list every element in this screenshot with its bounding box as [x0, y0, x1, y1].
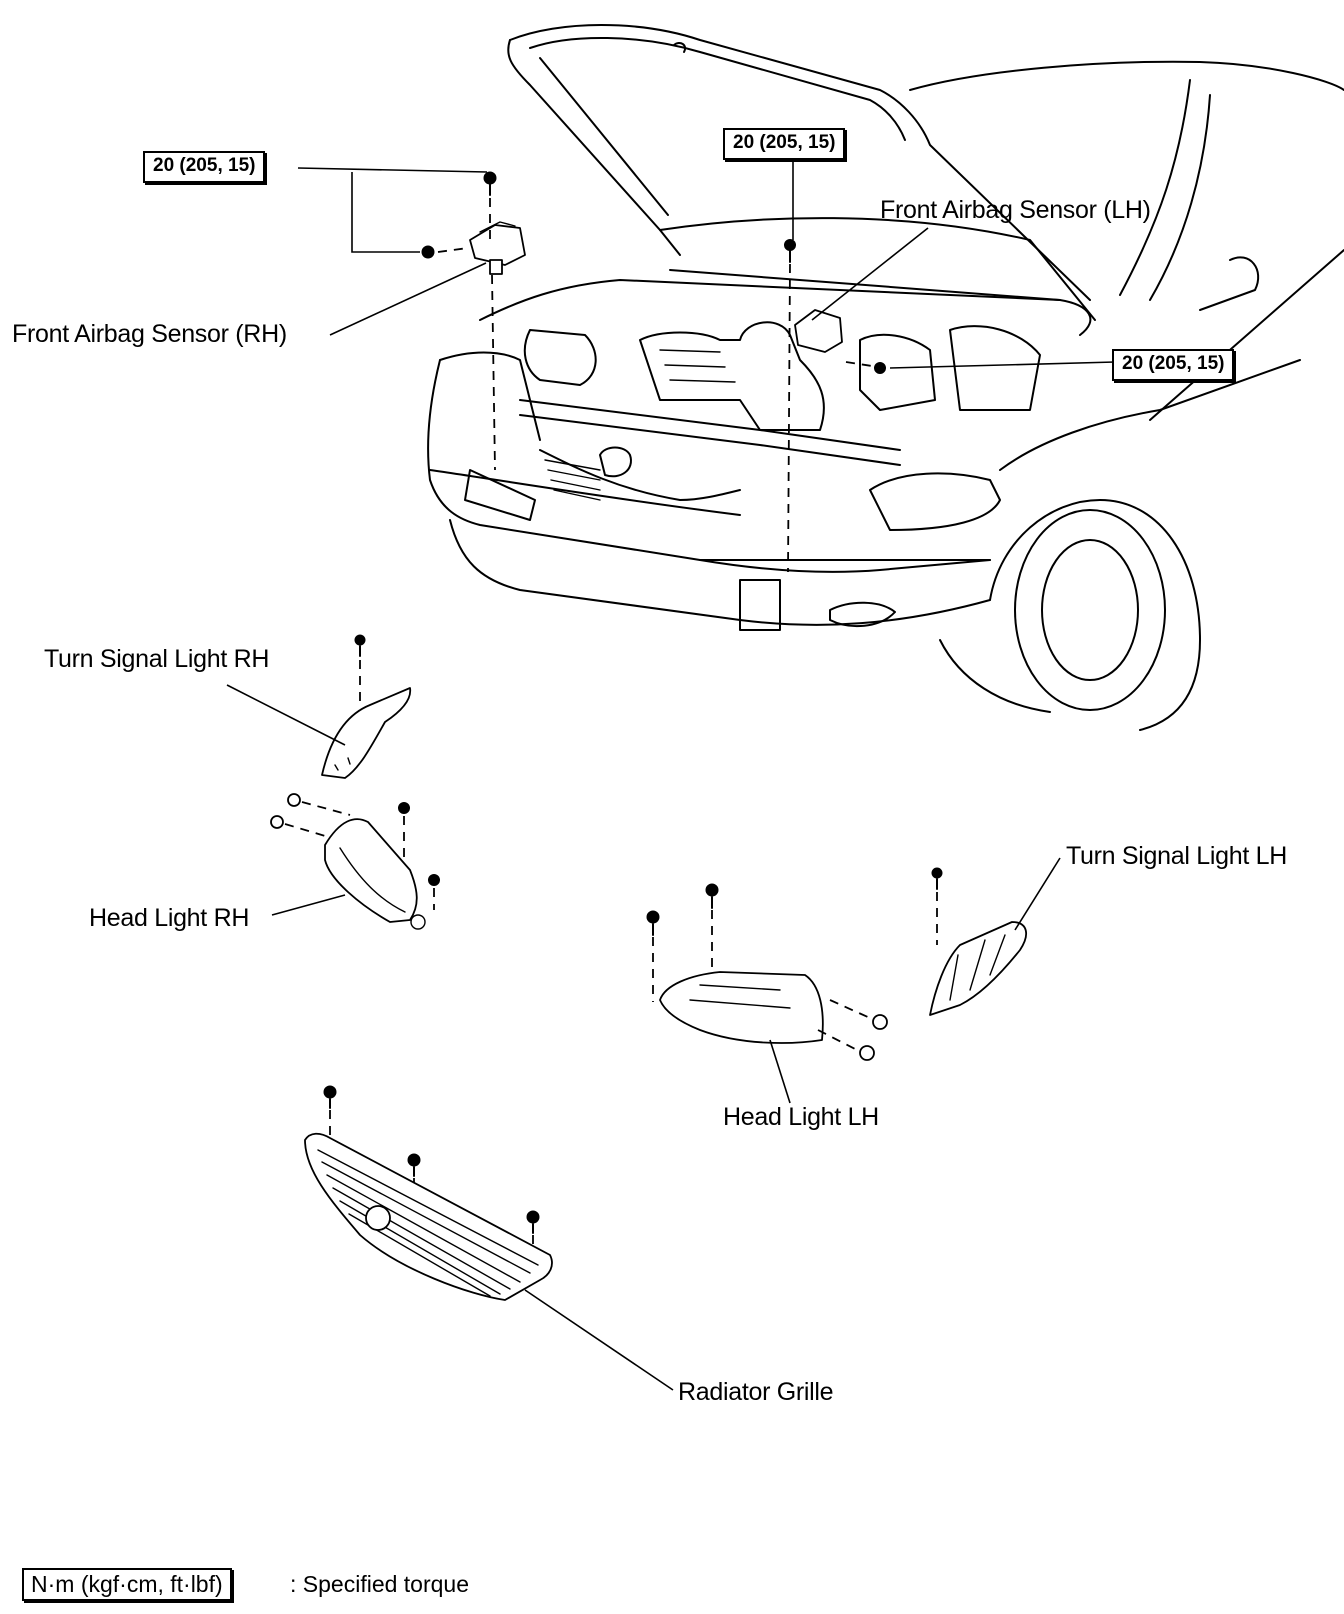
nut-icon [872, 1014, 888, 1030]
label-turn-signal-light-lh: Turn Signal Light LH [1066, 842, 1287, 870]
roof-outline [909, 60, 1344, 91]
airbag-sensor-lh-drawing [784, 239, 886, 573]
label-head-light-lh: Head Light LH [723, 1103, 879, 1131]
label-turn-signal-light-rh: Turn Signal Light RH [44, 645, 270, 673]
front-wheel [1014, 509, 1166, 711]
torque-spec-airbag-lh-side: 20 (205, 15) [1112, 349, 1235, 381]
label-radiator-grille: Radiator Grille [678, 1378, 834, 1406]
bolt-icon [931, 867, 943, 879]
label-front-airbag-sensor-lh: Front Airbag Sensor (LH) [880, 196, 1151, 224]
hood-outline [509, 24, 1091, 301]
head-light-rh-drawing [270, 793, 440, 930]
legend-unit-box: N·m (kgf·cm, ft·lbf) [22, 1568, 232, 1602]
bolt-icon [428, 874, 440, 886]
engine-bay [479, 279, 1092, 336]
label-front-airbag-sensor-rh: Front Airbag Sensor (RH) [12, 320, 287, 348]
wheel-arch [989, 499, 1201, 731]
torque-spec-airbag-lh-top: 20 (205, 15) [723, 128, 846, 160]
bolt-icon [874, 362, 886, 374]
leader-lines [226, 158, 1116, 1391]
bolt-icon [323, 1085, 337, 1099]
airbag-sensor-rh-drawing [421, 171, 526, 471]
bolt-icon [483, 171, 497, 185]
nut-icon [421, 245, 435, 259]
nut-icon [270, 815, 284, 829]
label-head-light-rh: Head Light RH [89, 904, 250, 932]
legend-description: : Specified torque [290, 1571, 470, 1597]
car-illustration [427, 24, 1344, 731]
bolt-icon [398, 802, 410, 814]
front-bumper [427, 359, 991, 573]
torque-spec-airbag-rh: 20 (205, 15) [143, 151, 266, 183]
bolt-icon [646, 910, 660, 924]
bolt-icon [526, 1210, 540, 1224]
turn-signal-rh-drawing [321, 634, 412, 779]
nut-icon [859, 1045, 875, 1061]
head-light-lh-drawing [646, 883, 888, 1061]
bolt-icon [784, 239, 796, 251]
bolt-icon [407, 1153, 421, 1167]
radiator-grille-drawing [304, 1085, 553, 1301]
turn-signal-lh-drawing [929, 867, 1027, 1016]
bolt-icon [705, 883, 719, 897]
nut-icon [287, 793, 301, 807]
bolt-icon [354, 634, 366, 646]
